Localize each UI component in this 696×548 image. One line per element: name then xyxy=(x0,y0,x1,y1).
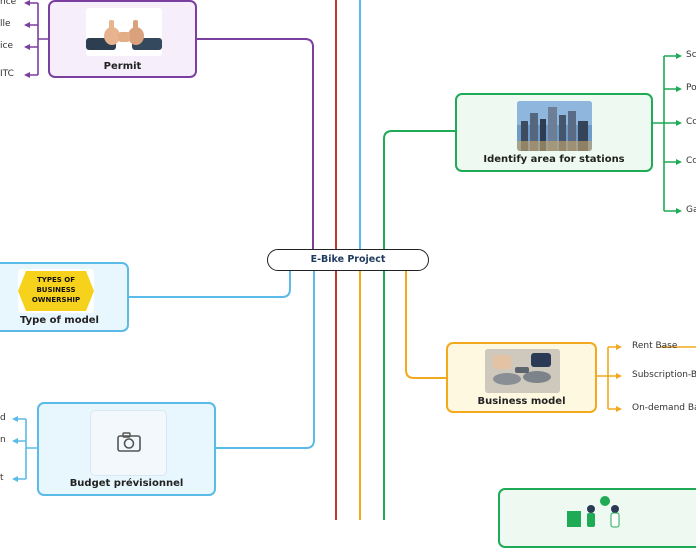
budget-leaf-connectors xyxy=(14,418,38,480)
permit-leaf-3[interactable]: ice xyxy=(0,41,13,51)
type-of-model-node[interactable]: TYPES OF BUSINESS OWNERSHIP Type of mode… xyxy=(0,262,129,332)
type-of-model-label: Type of model xyxy=(20,315,99,326)
identify-leaf-2[interactable]: Po xyxy=(686,83,696,93)
permit-leaf-2[interactable]: lle xyxy=(0,19,11,29)
business-model-label: Business model xyxy=(477,396,566,407)
business-leaf-on-demand[interactable]: On-demand Ba xyxy=(632,403,696,413)
identify-leaf-3[interactable]: Cc xyxy=(686,117,696,127)
identify-connector xyxy=(383,130,456,520)
business-model-node[interactable]: Business model xyxy=(446,342,597,413)
connector-lines xyxy=(12,0,696,520)
ownership-line-3: OWNERSHIP xyxy=(32,296,80,304)
identify-area-node[interactable]: Identify area for stations xyxy=(455,93,653,172)
business-model-connector xyxy=(405,271,446,379)
city-skyline-image xyxy=(517,101,592,151)
ownership-line-1: TYPES OF xyxy=(37,276,75,284)
identify-leaf-connectors xyxy=(652,55,680,212)
permit-label: Permit xyxy=(103,61,142,72)
bottom-green-node[interactable] xyxy=(498,488,696,548)
ownership-line-2: BUSINESS xyxy=(36,286,75,294)
budget-node[interactable]: Budget prévisionnel xyxy=(37,402,216,496)
business-leaf-subscription[interactable]: Subscription-B xyxy=(632,370,696,380)
budget-label: Budget prévisionnel xyxy=(69,478,184,489)
budget-leaf-1[interactable]: d xyxy=(0,413,6,423)
permit-leaf-connectors xyxy=(26,2,48,76)
camera-icon xyxy=(117,432,141,452)
identify-leaf-5[interactable]: Ga xyxy=(686,205,696,215)
business-leaf-connectors xyxy=(596,346,620,410)
permit-connector xyxy=(196,38,314,249)
budget-leaf-2[interactable]: n xyxy=(0,435,6,445)
business-meeting-image xyxy=(485,349,560,393)
permit-leaf-1[interactable]: nce xyxy=(0,0,17,7)
budget-leaf-3[interactable]: t xyxy=(0,473,4,483)
types-of-business-ownership-image: TYPES OF BUSINESS OWNERSHIP xyxy=(18,269,94,313)
image-placeholder[interactable] xyxy=(90,410,167,476)
permit-leaf-4[interactable]: ITC xyxy=(0,69,14,79)
identify-area-label: Identify area for stations xyxy=(483,154,625,165)
identify-leaf-1[interactable]: Sc xyxy=(686,50,696,60)
central-topic[interactable]: E-Bike Project xyxy=(267,249,429,271)
identify-leaf-4[interactable]: Cc xyxy=(686,156,696,166)
budget-connector xyxy=(216,271,315,449)
business-leaf-rent-base[interactable]: Rent Base xyxy=(632,341,678,351)
people-illustration-image xyxy=(565,495,635,535)
handshake-thumbs-up-image xyxy=(86,8,162,56)
type-model-connector xyxy=(128,271,291,298)
permit-node[interactable]: Permit xyxy=(48,0,197,78)
